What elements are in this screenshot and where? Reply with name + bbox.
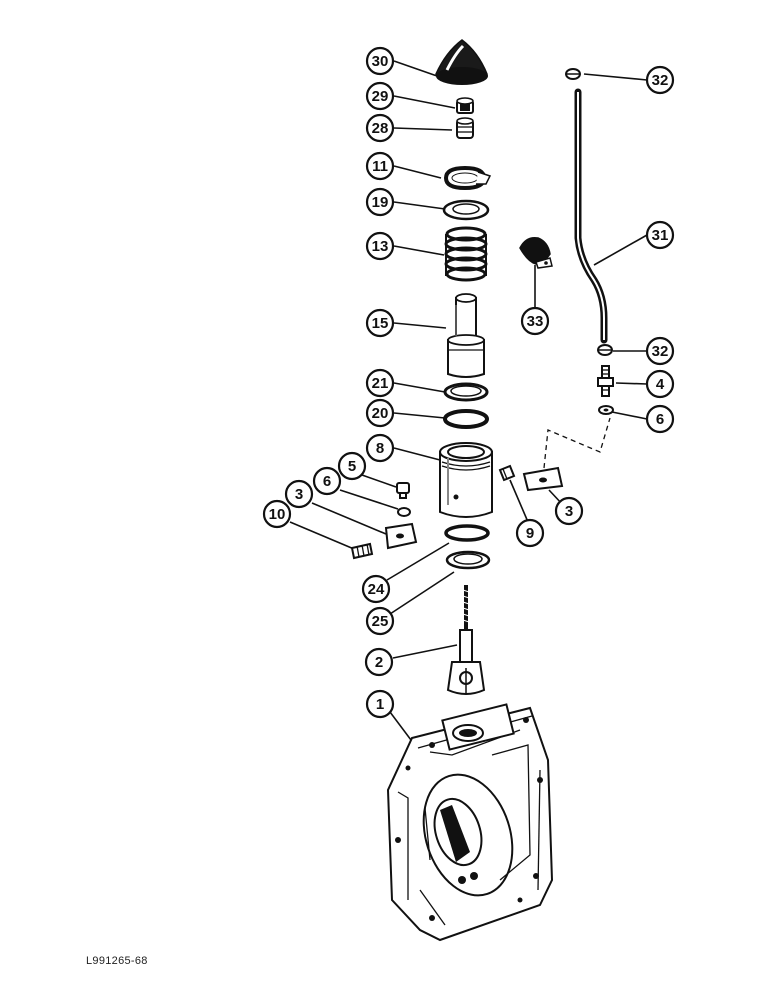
callout-11-label: 11 — [372, 158, 388, 175]
housing-1-drawing — [386, 703, 554, 942]
callout-3-left-label: 3 — [295, 486, 303, 503]
seal-20-drawing — [443, 409, 489, 429]
parts-drawings — [350, 39, 614, 942]
callout-8-label: 8 — [376, 440, 384, 457]
callout-25-label: 25 — [372, 613, 389, 630]
washer-19-drawing — [442, 199, 490, 221]
callout-6-left: 6 — [312, 466, 342, 496]
callout-5-label: 5 — [348, 458, 356, 475]
clamp-33-drawing — [519, 236, 553, 269]
callout-15: 15 — [365, 308, 395, 338]
ring-21-drawing — [443, 382, 489, 402]
callout-32-bottom: 32 — [645, 336, 675, 366]
callout-21: 21 — [365, 368, 395, 398]
callout-5: 5 — [337, 451, 367, 481]
oring-24-drawing — [444, 524, 490, 542]
callout-30: 30 — [365, 46, 395, 76]
leader-lines — [289, 60, 648, 741]
callout-1: 1 — [365, 689, 395, 719]
callout-20: 20 — [365, 398, 395, 428]
figure-reference-code: L991265-68 — [86, 955, 148, 967]
callout-20-label: 20 — [372, 405, 389, 422]
knob-30-drawing — [435, 39, 488, 85]
rod-2-drawing — [446, 585, 486, 695]
spring-13-drawing — [444, 226, 488, 282]
callout-19-label: 19 — [372, 194, 389, 211]
callout-8: 8 — [365, 433, 395, 463]
callout-1-label: 1 — [376, 696, 384, 713]
nut-6-left-drawing — [397, 507, 411, 517]
callout-6-left-label: 6 — [323, 473, 331, 490]
callout-6-right-label: 6 — [656, 411, 664, 428]
callout-10: 10 — [262, 499, 292, 529]
washer-6-right-drawing — [598, 405, 614, 415]
callout-33: 33 — [520, 306, 550, 336]
bracket-3-left-drawing — [384, 522, 418, 550]
callout-3-right: 3 — [554, 496, 584, 526]
bushing-28-drawing — [456, 117, 474, 139]
callout-31-label: 31 — [652, 227, 669, 244]
callout-29-label: 29 — [372, 88, 389, 105]
callout-24-label: 24 — [368, 581, 385, 598]
callout-21-label: 21 — [372, 375, 389, 392]
fitting-10-drawing — [350, 542, 374, 560]
callout-9-label: 9 — [526, 525, 534, 542]
callout-4-label: 4 — [656, 376, 665, 393]
callout-31: 31 — [645, 220, 675, 250]
callout-13-label: 13 — [372, 238, 389, 255]
callout-28: 28 — [365, 113, 395, 143]
callout-9: 9 — [515, 518, 545, 548]
callout-11: 11 — [365, 151, 395, 181]
washer-25-drawing — [445, 550, 491, 570]
callout-3-left: 3 — [284, 479, 314, 509]
callout-15-label: 15 — [372, 315, 389, 332]
dashed-connection-line — [543, 417, 611, 469]
callout-2: 2 — [364, 647, 394, 677]
callout-6-right: 6 — [645, 404, 675, 434]
callout-32-top: 32 — [645, 65, 675, 95]
callout-4: 4 — [645, 369, 675, 399]
callout-33-label: 33 — [527, 313, 544, 330]
callout-29: 29 — [365, 81, 395, 111]
bracket-3-right-drawing — [522, 466, 564, 492]
screw-5-drawing — [396, 482, 410, 499]
callout-3-right-label: 3 — [565, 503, 573, 520]
callout-30-label: 30 — [372, 53, 389, 70]
callout-13: 13 — [365, 231, 395, 261]
stud-4-drawing — [597, 365, 614, 397]
clip-32-bottom-drawing — [597, 344, 613, 356]
plug-9-drawing — [498, 464, 516, 482]
tube-31-drawing — [574, 88, 608, 344]
plunger-15-drawing — [447, 293, 485, 378]
snap-ring-11-drawing — [444, 165, 492, 191]
nut-29-drawing — [456, 97, 474, 114]
callout-32-top-label: 32 — [652, 72, 669, 89]
callout-2-label: 2 — [375, 654, 383, 671]
clip-32-top-drawing — [565, 68, 581, 80]
callout-24: 24 — [361, 574, 391, 604]
callout-10-label: 10 — [269, 506, 286, 523]
callout-32-bottom-label: 32 — [652, 343, 669, 360]
callout-25: 25 — [365, 606, 395, 636]
cylinder-8-drawing — [439, 442, 493, 518]
callout-28-label: 28 — [372, 120, 389, 137]
callout-19: 19 — [365, 187, 395, 217]
